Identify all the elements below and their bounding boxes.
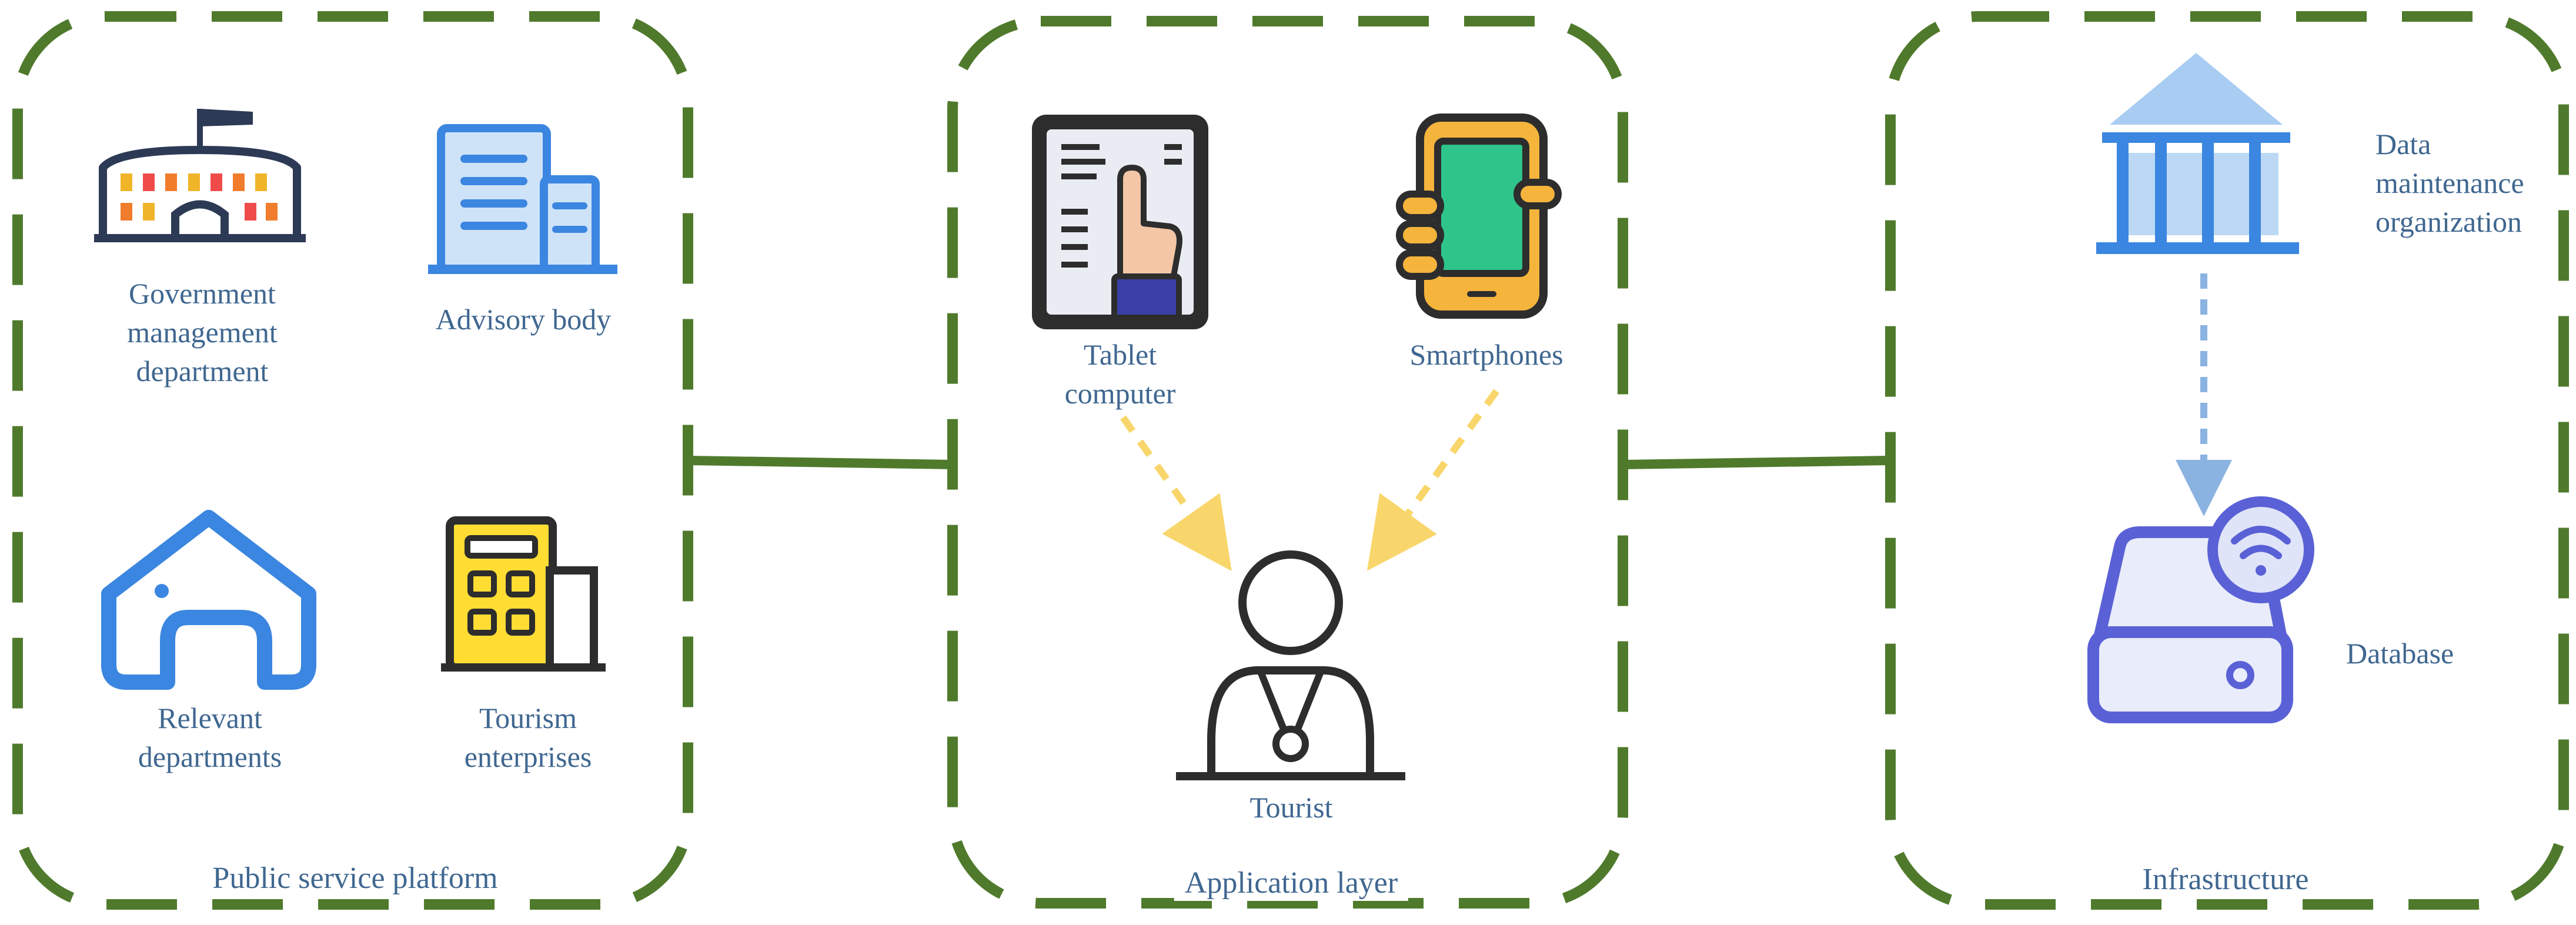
institution-building-icon xyxy=(2096,53,2299,254)
caption-infrastructure: Infrastructure xyxy=(2131,862,2320,897)
arrow-tablet-to-tourist xyxy=(1120,415,1232,571)
label-advisory-body: Advisory body xyxy=(435,303,612,336)
caption-public-service-platform: Public service platform xyxy=(202,861,509,896)
database-wifi-icon xyxy=(2087,496,2314,723)
house-icon xyxy=(101,510,316,690)
label-database: Database xyxy=(2346,637,2454,670)
label-data-maintenance-organization: Data maintenance organization xyxy=(2375,128,2524,238)
label-smartphones: Smartphones xyxy=(1409,338,1563,371)
connector-right xyxy=(1622,456,1891,469)
connector-left xyxy=(687,456,953,469)
label-tourism-enterprises: Tourism enterprises xyxy=(464,702,592,773)
label-tourist: Tourist xyxy=(1249,791,1333,824)
office-building-icon xyxy=(428,124,617,274)
tourist-person-icon xyxy=(1176,550,1405,780)
government-building-icon xyxy=(94,109,306,242)
label-relevant-departments: Relevant departments xyxy=(138,702,282,773)
tourism-building-icon xyxy=(441,516,606,672)
label-tablet-computer: Tablet computer xyxy=(1064,338,1176,410)
tablet-touch-icon xyxy=(1032,115,1208,329)
label-government-management-department: Government management department xyxy=(127,277,278,388)
caption-application-layer: Application layer xyxy=(1174,866,1409,901)
arrow-smartphone-to-tourist xyxy=(1366,389,1499,571)
smartphone-hand-icon xyxy=(1396,113,1562,319)
